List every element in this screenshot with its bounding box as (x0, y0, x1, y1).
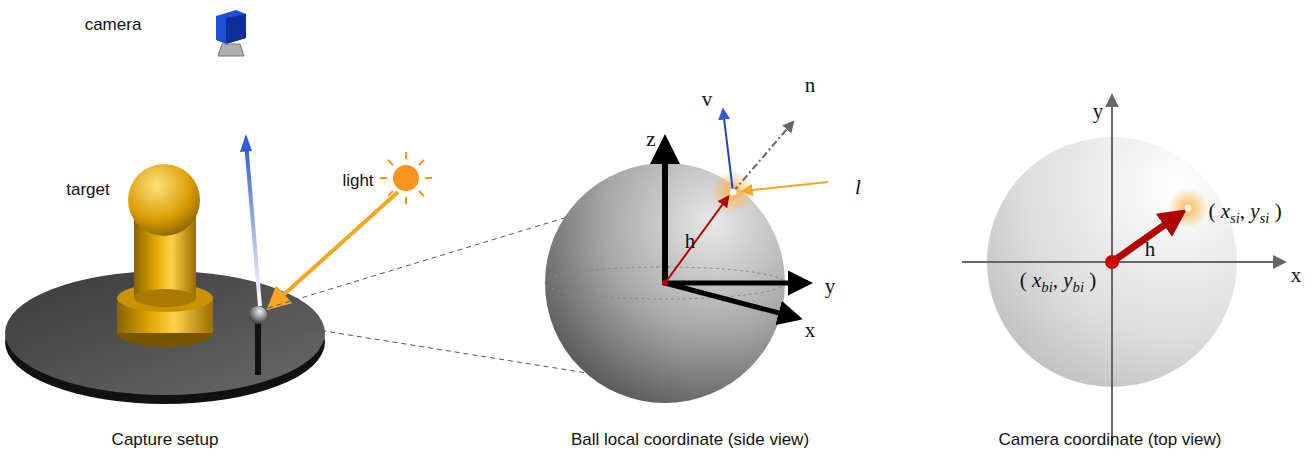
caption-text: Ball local coordinate (side view) (571, 431, 809, 450)
axis-label: y (825, 275, 836, 298)
light-source (380, 152, 432, 204)
vector-label: l (855, 176, 861, 199)
component-label: camera (85, 16, 142, 35)
axis-label: x (805, 319, 816, 342)
caption-text: Camera coordinate (top view) (999, 431, 1222, 450)
vector-label: n (805, 74, 816, 97)
vector-label: h (1145, 238, 1156, 261)
axis-label: y (1093, 100, 1104, 123)
component-label: target (66, 181, 109, 200)
vector-label: v (702, 88, 713, 111)
axis-label: z (646, 128, 655, 151)
vector-label: h (685, 230, 696, 253)
coordinate-label: ( xbi, ybi ) (1020, 269, 1097, 295)
axis-label: x (1291, 264, 1302, 287)
camera-icon (216, 10, 246, 56)
coordinate-label: ( xsi, ysi ) (1208, 200, 1281, 226)
component-label: light (342, 172, 373, 191)
caption-text: Capture setup (112, 431, 219, 450)
